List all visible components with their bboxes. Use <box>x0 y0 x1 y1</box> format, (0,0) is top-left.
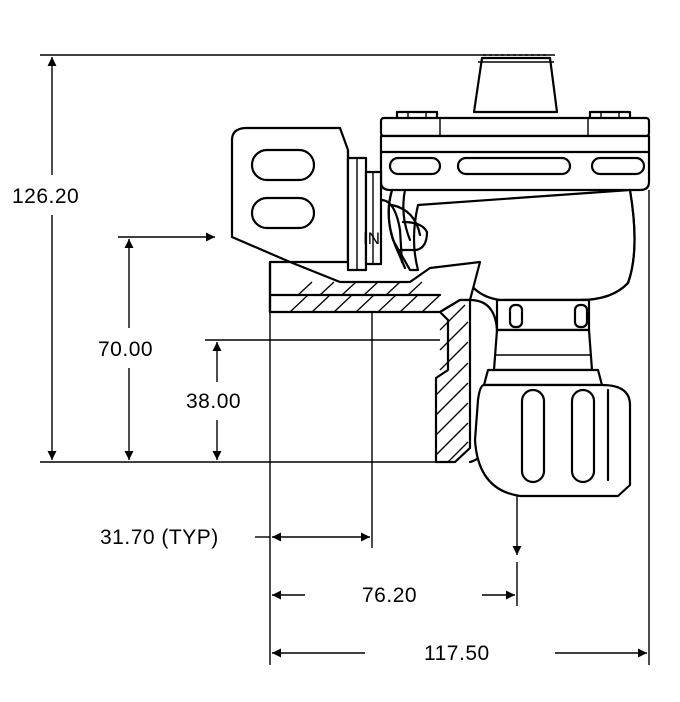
inlet-port-label: IN <box>363 229 380 248</box>
pilot-cap <box>472 54 559 114</box>
overall-height-label: 126.20 <box>12 185 79 208</box>
diaphragm-housing <box>379 134 651 192</box>
outlet-height-label: 38.00 <box>186 390 241 413</box>
flange-typ-label: 31.70 (TYP) <box>100 526 219 549</box>
inlet-flange-section <box>268 260 482 314</box>
cover-plate <box>379 116 651 138</box>
outlet-neck <box>482 298 604 387</box>
valve-body <box>230 54 651 498</box>
inlet-fitting <box>230 126 429 272</box>
inlet-height-label: 70.00 <box>98 338 153 361</box>
dimension-lines <box>40 54 650 665</box>
overall-width-label: 117.50 <box>424 642 490 665</box>
dimension-labels: 126.20 70.00 38.00 31.70 (TYP) 76.20 117… <box>12 185 490 665</box>
center-distance-label: 76.20 <box>362 584 417 607</box>
outlet-nut <box>473 383 632 498</box>
